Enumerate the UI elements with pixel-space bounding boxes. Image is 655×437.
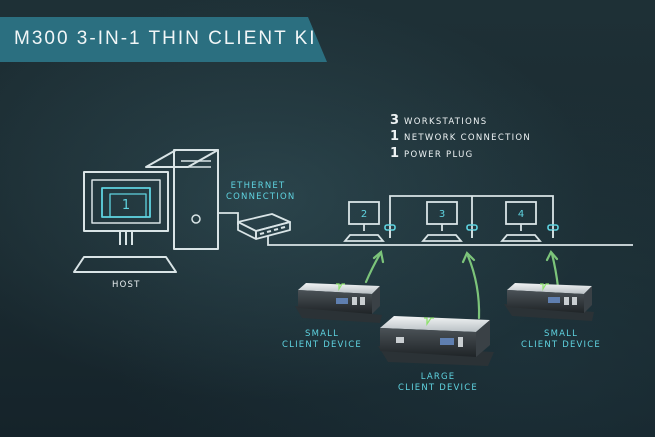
summary-count: 1 bbox=[390, 129, 400, 144]
label-line: SMALL bbox=[304, 329, 339, 339]
workstation-2 bbox=[343, 201, 385, 242]
label-line: CONNECTION bbox=[226, 192, 296, 202]
summary-item-network: 1 NETWORK CONNECTION bbox=[390, 125, 531, 144]
workstation-4 bbox=[500, 201, 542, 242]
label-line: ETHERNET bbox=[230, 181, 286, 191]
label-line: CLIENT DEVICE bbox=[398, 383, 478, 393]
network-cable bbox=[267, 236, 633, 246]
summary-label: POWER PLUG bbox=[404, 150, 474, 160]
ethernet-connection-label: ETHERNET CONNECTION bbox=[226, 181, 296, 203]
summary-item-workstations: 3 WORKSTATIONS bbox=[390, 109, 487, 128]
workstation-number: 3 bbox=[439, 209, 445, 220]
label-line: SMALL bbox=[543, 329, 578, 339]
small-client-device-right bbox=[504, 283, 594, 321]
label-line: CLIENT DEVICE bbox=[282, 340, 362, 350]
host-computer bbox=[73, 149, 219, 273]
arrow-device-3 bbox=[550, 252, 560, 289]
host-keyboard bbox=[73, 256, 177, 273]
workstation-number: 4 bbox=[518, 209, 524, 220]
workstation-number: 2 bbox=[361, 209, 367, 220]
device-label-small-left: SMALL CLIENT DEVICE bbox=[282, 329, 362, 351]
page-title: M300 3-IN-1 THIN CLIENT KIT bbox=[14, 28, 331, 49]
device-label-small-right: SMALL CLIENT DEVICE bbox=[521, 329, 601, 351]
large-client-device bbox=[378, 316, 494, 366]
summary-label: NETWORK CONNECTION bbox=[404, 133, 532, 143]
label-line: CLIENT DEVICE bbox=[521, 340, 601, 350]
ethernet-switch bbox=[237, 213, 291, 240]
arrow-device-2 bbox=[466, 254, 481, 320]
device-label-large: LARGE CLIENT DEVICE bbox=[398, 372, 478, 394]
summary-item-power: 1 POWER PLUG bbox=[390, 142, 474, 161]
small-client-device-left bbox=[295, 283, 382, 323]
host-label: HOST bbox=[112, 280, 141, 290]
workstation-3 bbox=[421, 201, 463, 242]
title-banner: M300 3-IN-1 THIN CLIENT KIT bbox=[0, 17, 327, 62]
host-tower bbox=[173, 149, 219, 250]
summary-count: 3 bbox=[390, 113, 400, 128]
arrow-device-1 bbox=[364, 252, 382, 284]
host-screen-number: 1 bbox=[122, 198, 130, 213]
label-line: LARGE bbox=[420, 372, 456, 382]
power-button-icon bbox=[191, 214, 201, 224]
summary-label: WORKSTATIONS bbox=[404, 117, 488, 127]
host-cable bbox=[218, 212, 239, 225]
summary-count: 1 bbox=[390, 146, 400, 161]
